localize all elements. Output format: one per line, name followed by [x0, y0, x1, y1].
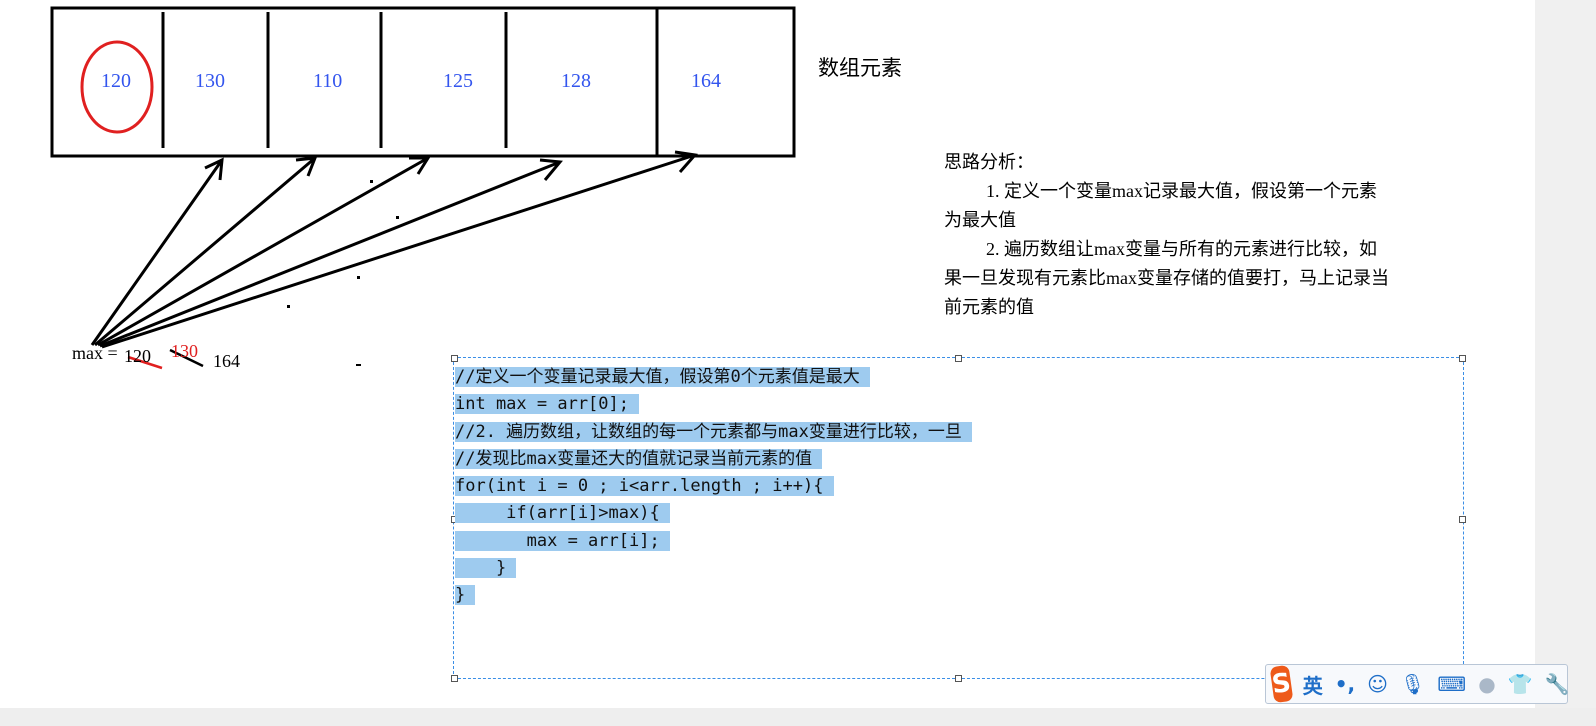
- emoji-icon[interactable]: ☺: [1367, 672, 1388, 696]
- code-text: }: [455, 558, 517, 579]
- strike-130: [169, 348, 204, 368]
- resize-handle[interactable]: [1459, 355, 1466, 362]
- ime-toolbar[interactable]: S 英 •, ☺ 🎙 ⌨ ● 👕 🔧: [1265, 664, 1570, 704]
- arrow: [99, 158, 563, 348]
- microphone-icon[interactable]: 🎙: [1399, 672, 1426, 696]
- analysis-text: 思路分析： 1. 定义一个变量max记录最大值，假设第一个元素 为最大值 2. …: [944, 148, 1484, 322]
- scrollbar-area[interactable]: [1535, 0, 1596, 726]
- code-block[interactable]: //定义一个变量记录最大值，假设第0个元素值是最大 int max = arr[…: [455, 364, 973, 610]
- analysis-line: 2. 遍历数组让max变量与所有的元素进行比较，如: [986, 239, 1377, 259]
- sogou-logo-icon[interactable]: S: [1269, 664, 1294, 704]
- user-icon[interactable]: ●: [1478, 672, 1496, 696]
- code-text: int max = arr[0];: [455, 394, 640, 415]
- arrow: [90, 157, 224, 346]
- array-label: 数组元素: [818, 56, 902, 80]
- keyboard-icon[interactable]: ⌨: [1437, 672, 1467, 696]
- code-text: //2. 遍历数组，让数组的每一个元素都与max变量进行比较，一旦: [455, 421, 973, 442]
- analysis-line: 前元素的值: [944, 297, 1034, 317]
- skin-shirt-icon[interactable]: 👕: [1507, 672, 1533, 696]
- code-line: for(int i = 0 ; i<arr.length ; i++){: [455, 473, 972, 500]
- analysis-title: 思路分析：: [944, 152, 1034, 172]
- highlight-circle: [80, 40, 154, 134]
- arrows: [90, 150, 698, 349]
- code-line: max = arr[i];: [455, 528, 972, 555]
- code-line: //2. 遍历数组，让数组的每一个元素都与max变量进行比较，一旦: [455, 419, 973, 446]
- array-value: 164: [691, 70, 721, 92]
- array-value: 120: [101, 70, 131, 92]
- code-text: //发现比max变量还大的值就记录当前元素的值: [455, 448, 823, 469]
- code-line: }: [455, 555, 972, 582]
- code-text: if(arr[i]>max){: [455, 503, 670, 524]
- max-value-old: 120: [124, 346, 151, 366]
- code-text: for(int i = 0 ; i<arr.length ; i++){: [455, 476, 834, 497]
- arrow: [94, 156, 318, 347]
- arrow: [101, 150, 698, 349]
- resize-handle[interactable]: [451, 675, 458, 682]
- code-text: max = arr[i];: [455, 530, 670, 551]
- analysis-line: 1. 定义一个变量max记录最大值，假设第一个元素: [986, 181, 1377, 201]
- punctuation-toggle[interactable]: •,: [1334, 672, 1356, 696]
- wrench-settings-icon[interactable]: 🔧: [1544, 672, 1570, 696]
- ime-language-toggle[interactable]: 英: [1302, 673, 1323, 698]
- arrow: [97, 156, 431, 347]
- code-line: int max = arr[0];: [455, 391, 972, 418]
- code-line: //定义一个变量记录最大值，假设第0个元素值是最大: [455, 364, 972, 391]
- status-strip: [0, 708, 1596, 726]
- max-label: max =: [72, 343, 118, 363]
- analysis-line: 果一旦发现有元素比max变量存储的值要打，马上记录当: [944, 268, 1389, 288]
- code-line: }: [455, 582, 972, 609]
- code-text: }: [455, 585, 476, 606]
- array-box: [50, 6, 796, 158]
- resize-handle[interactable]: [1459, 516, 1466, 523]
- max-value-mid: 130: [171, 341, 198, 361]
- code-line: //发现比max变量还大的值就记录当前元素的值: [455, 446, 972, 473]
- code-line: if(arr[i]>max){: [455, 500, 972, 527]
- array-dividers: [161, 8, 659, 156]
- array-value: 125: [443, 70, 473, 92]
- stray-dots: [287, 180, 399, 366]
- resize-handle[interactable]: [955, 675, 962, 682]
- analysis-line: 为最大值: [944, 210, 1016, 230]
- resize-handle[interactable]: [955, 355, 962, 362]
- max-value-final: 164: [213, 351, 240, 371]
- resize-handle[interactable]: [451, 355, 458, 362]
- code-text: //定义一个变量记录最大值，假设第0个元素值是最大: [455, 367, 870, 387]
- array-value: 130: [195, 70, 225, 92]
- array-value: 128: [561, 70, 591, 92]
- array-value: 110: [313, 70, 343, 92]
- strike-120: [127, 355, 163, 370]
